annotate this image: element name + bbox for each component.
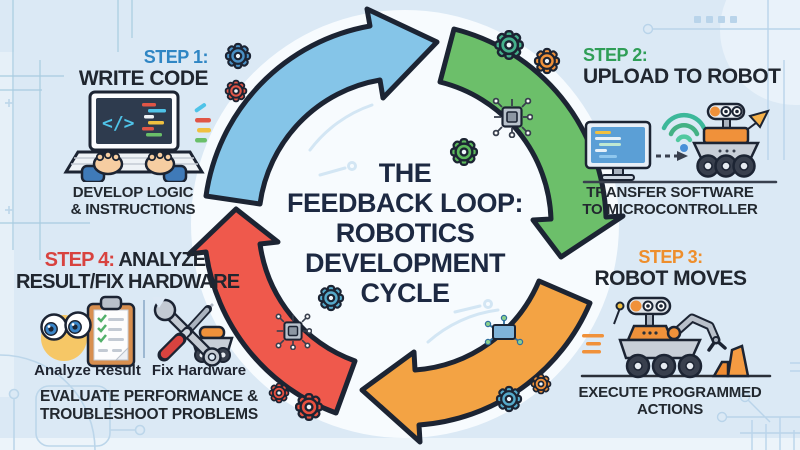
step1-title: WRITE CODE (78, 67, 209, 90)
step4-header: STEP 4: ANALYZE RESULT/FIX HARDWARE (16, 249, 240, 293)
step4-title-word: ANALYZE (118, 249, 206, 271)
caption-line: EVALUATE PERFORMANCE & (39, 388, 259, 405)
caption-line: EXECUTE PROGRAMMED (578, 384, 762, 401)
caption-line: ACTIONS (636, 401, 704, 418)
gear-icon (224, 42, 252, 70)
code-marks-icon (194, 103, 211, 143)
rover-icon (692, 102, 770, 178)
gear-icon (495, 385, 523, 413)
gear-icon (530, 373, 552, 395)
step3-title: ROBOT MOVES (594, 267, 747, 290)
arrow-red-analyze (186, 206, 358, 416)
step3-header: STEP 3: ROBOT MOVES (578, 246, 763, 290)
gear-icon (494, 30, 524, 60)
eyes-clipboard-icon (40, 295, 136, 368)
caption-line: TRANSFER SOFTWARE (586, 184, 754, 201)
laptop-coding-icon: </> (63, 90, 211, 182)
clipboard (86, 295, 136, 368)
wifi-icon (661, 112, 707, 152)
motion-lines (582, 334, 604, 354)
analyze-result-label: Analyze Result (34, 362, 141, 379)
step1-header: STEP 1: WRITE CODE (38, 46, 209, 90)
diagram-title: THE FEEDBACK LOOP: ROBOTICS DEVELOPMENT … (287, 158, 524, 308)
caption-line: TO MICROCONTROLLER (582, 201, 758, 218)
title-line: DEVELOPMENT (304, 248, 506, 278)
dashed-arrow-icon (656, 151, 688, 161)
step4-title-line1: STEP 4: ANALYZE (45, 249, 206, 271)
gear-icon (533, 47, 561, 75)
arrow-green-upload (437, 26, 626, 260)
step4-label: STEP 4: (44, 249, 115, 271)
step2-label: STEP 2: (583, 45, 648, 65)
caption-line: & INSTRUCTIONS (70, 201, 196, 218)
step1-label: STEP 1: (143, 47, 209, 67)
step4-title-line2: RESULT/FIX HARDWARE (16, 271, 240, 293)
step2-header: STEP 2: UPLOAD TO ROBOT (583, 44, 793, 88)
title-line: THE (378, 158, 432, 188)
disc-swoosh-decor (308, 103, 500, 344)
title-line: ROBOTICS (335, 218, 475, 248)
title-line: FEEDBACK LOOP: (287, 188, 524, 218)
caption-line: DEVELOP LOGIC (72, 184, 194, 201)
tools-robot-icon (152, 297, 234, 367)
step2-title: UPLOAD TO ROBOT (583, 65, 781, 88)
ramp-obstacle (711, 344, 750, 378)
fix-hardware-label: Fix Hardware (151, 362, 247, 379)
step2-caption: TRANSFER SOFTWARE TO MICROCONTROLLER (578, 184, 762, 218)
step3-caption: EXECUTE PROGRAMMED ACTIONS (576, 384, 764, 418)
upload-to-robot-illustration (582, 102, 778, 184)
typing-hands (80, 150, 188, 182)
step4-caption: EVALUATE PERFORMANCE & TROUBLESHOOT PROB… (24, 388, 274, 424)
monitor-icon (584, 120, 652, 181)
step1-caption: DEVELOP LOGIC & INSTRUCTIONS (44, 184, 222, 218)
step4-icon-divider (143, 300, 145, 358)
screwdriver (157, 303, 214, 362)
title-line: CYCLE (360, 278, 450, 308)
circuit-module-icon (484, 314, 524, 346)
robot-arm (666, 313, 727, 352)
googly-eyes (40, 311, 92, 341)
gear-icon (294, 392, 324, 422)
caption-line: TROUBLESHOOT PROBLEMS (40, 406, 258, 423)
code-lines (142, 103, 166, 137)
step3-label: STEP 3: (638, 247, 703, 267)
gear-icon (224, 79, 248, 103)
rover-arm-icon (580, 296, 772, 379)
svg-text:</>: </> (102, 113, 135, 134)
arrow-blue-write-code (203, 6, 440, 207)
